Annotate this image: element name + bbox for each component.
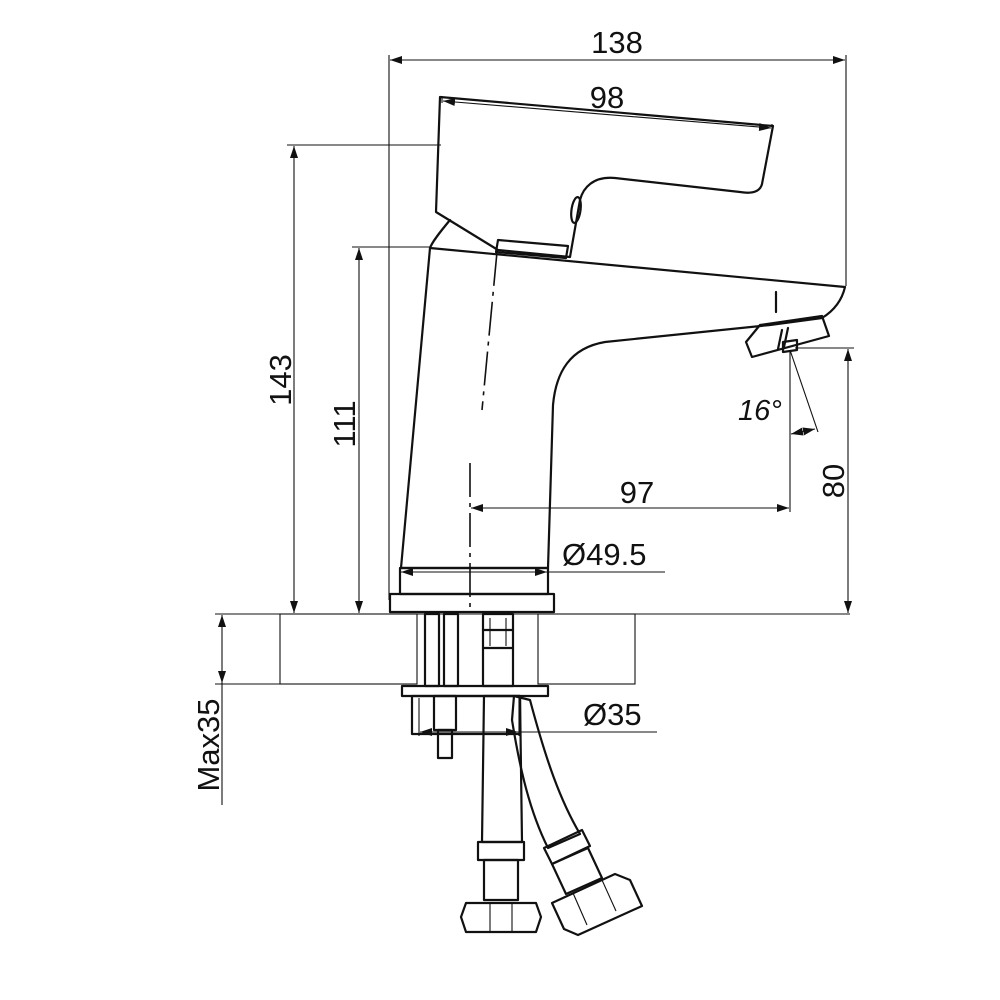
dimension-spout-clearance: 80: [795, 347, 854, 613]
dimension-overall-height: 143: [263, 144, 441, 613]
mounting-washer: [400, 684, 550, 698]
hose-right-nut-facet-2: [601, 879, 617, 912]
supply-hoses: [459, 694, 644, 937]
mounting-hardware: [400, 612, 550, 760]
dimension-base-diameter: Ø49.5: [401, 537, 665, 578]
dimension-handle-length: 98: [441, 80, 773, 132]
cartridge-cap: [494, 238, 570, 260]
aerator-divider-2: [782, 326, 790, 349]
mounting-plate: [410, 694, 522, 736]
spout-angle-line: [789, 349, 819, 433]
dimension-overall-width: 138: [388, 25, 847, 600]
stud-left: [423, 612, 441, 688]
handle-pivot: [570, 196, 582, 224]
dimension-spout-angle: 16°: [738, 349, 819, 512]
hose-right-braid: [510, 694, 582, 850]
hose-right-collar: [550, 846, 604, 896]
aerator-tab: [781, 338, 799, 354]
base-flange: [388, 592, 556, 614]
dimension-body-height: 111: [327, 246, 431, 613]
label-97: 97: [620, 475, 654, 510]
label-diameter-49-5: Ø49.5: [562, 537, 646, 572]
dimension-spout-reach: 97: [471, 475, 789, 512]
countertop-left-hatch: [279, 613, 418, 685]
handle-axis-centerline: [481, 251, 498, 411]
hose-left-collar: [482, 858, 520, 902]
label-111: 111: [327, 400, 362, 447]
label-max35: Max35: [191, 698, 226, 791]
faucet-handle: [428, 95, 775, 260]
dimension-counter-thickness: Max35: [191, 615, 226, 805]
hose-right-ferrule: [542, 828, 592, 866]
label-98: 98: [590, 80, 624, 115]
body-outline: [399, 246, 847, 570]
dimension-shank-diameter: Ø35: [418, 697, 657, 736]
countertop-section: [215, 613, 850, 685]
label-80: 80: [816, 464, 851, 498]
label-138: 138: [591, 25, 643, 60]
hose-left-braid: [480, 694, 524, 844]
hose-right-nut-facet: [572, 892, 588, 926]
label-16-degrees: 16°: [738, 395, 782, 427]
hose-left-ferrule: [476, 840, 526, 862]
dimension-line-98: [442, 97, 772, 132]
mounting-nut: [432, 694, 458, 732]
label-143: 143: [263, 354, 298, 406]
countertop-right-hatch: [537, 613, 636, 685]
handle-lever: [434, 95, 775, 259]
handle-neck: [428, 218, 452, 250]
aerator-divider: [776, 328, 784, 351]
inlet-connector: [481, 612, 515, 688]
hose-left-nut: [459, 901, 543, 934]
hose-right-nut: [550, 872, 644, 937]
stud-right: [442, 612, 460, 688]
label-diameter-35: Ø35: [583, 697, 642, 732]
angle-arc-16: [790, 427, 816, 436]
aerator: [744, 314, 831, 359]
